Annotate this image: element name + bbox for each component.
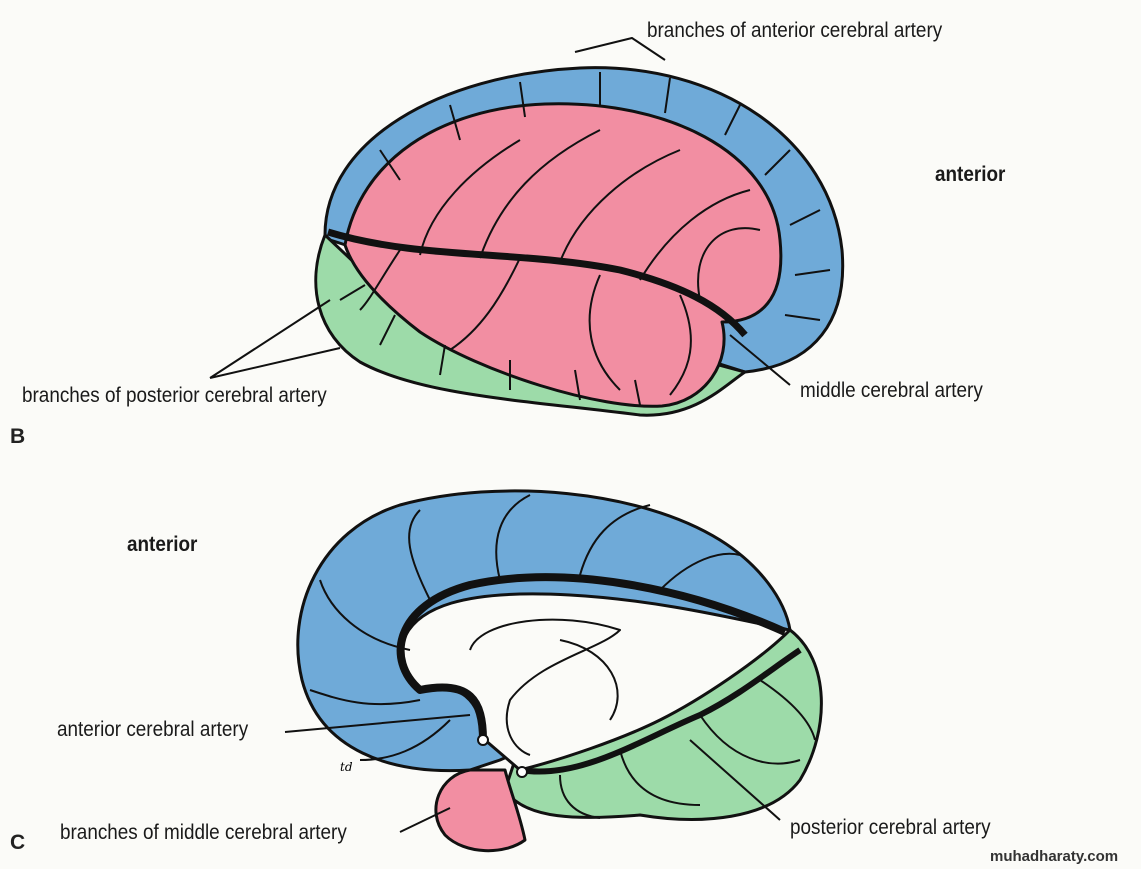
posterior-cerebral-artery-trunk: [519, 647, 802, 775]
label-pca-branches: branches of posterior cerebral artery: [22, 384, 327, 407]
pca-branches-medial: [559, 679, 816, 819]
panel-letter-b: B: [10, 425, 26, 448]
aca-origin-dot: [477, 734, 489, 746]
label-aca-branches: branches of anterior cerebral artery: [647, 19, 943, 42]
limbic-structures: [469, 618, 621, 756]
middle-cerebral-territory-medial: [434, 768, 527, 853]
leader-lines-c: [284, 714, 781, 833]
label-pca: posterior cerebral artery: [790, 816, 991, 839]
pca-origin-dot: [516, 766, 528, 778]
aca-branches-medial: [309, 494, 741, 761]
panel-letter-c: C: [10, 831, 26, 854]
label-mca-branches: branches of middle cerebral artery: [60, 821, 347, 844]
label-mca: middle cerebral artery: [800, 379, 983, 402]
leader-lines: [209, 37, 791, 386]
lateral-brain-view: [209, 37, 845, 417]
label-anterior-c: anterior: [127, 533, 198, 556]
medial-brain-view: [284, 489, 823, 853]
mca-branches: [359, 129, 761, 396]
anterior-cerebral-artery-trunk: [396, 573, 787, 741]
pca-branches: [339, 284, 641, 406]
watermark: muhadharaty.com: [990, 848, 1119, 865]
middle-cerebral-artery-trunk: [326, 228, 748, 338]
label-anterior-b: anterior: [935, 163, 1006, 186]
posterior-cerebral-territory-medial: [503, 628, 823, 821]
aca-branches: [379, 72, 831, 321]
label-aca: anterior cerebral artery: [57, 718, 249, 741]
artist-signature: td: [340, 760, 353, 774]
